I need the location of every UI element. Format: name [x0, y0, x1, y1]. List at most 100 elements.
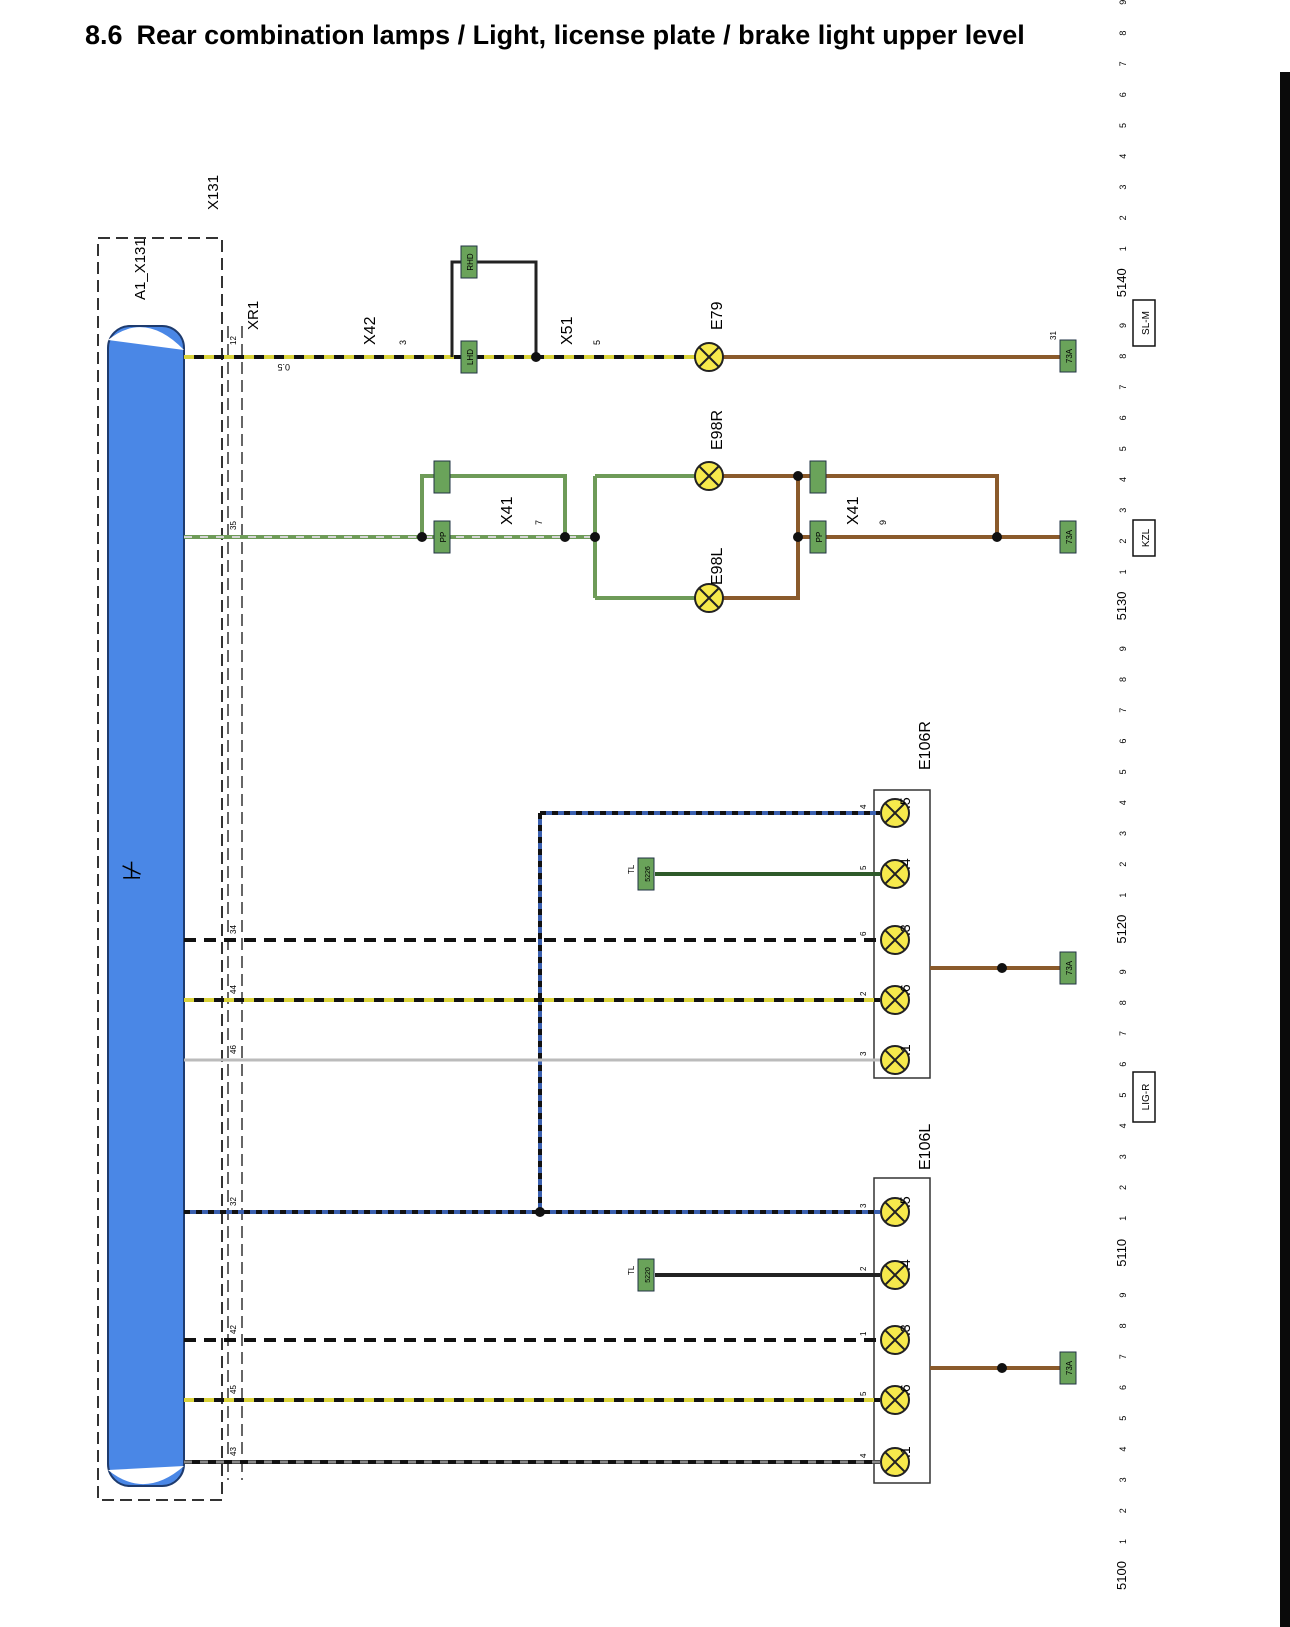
- ecu-body: [107, 325, 185, 1487]
- grid-sub-digit: 7: [1118, 1031, 1128, 1036]
- lamp-e106l-0: [880, 1197, 910, 1227]
- x41a-label: X41: [499, 496, 516, 525]
- grid-section-number: 5130: [1114, 591, 1129, 620]
- lamp-layer: E79E98RE98L.54.45.36.62.13.53.42.31.65.1…: [694, 301, 913, 1477]
- pin-46: 46: [229, 1045, 238, 1054]
- e106r-socket-label: .4: [897, 858, 913, 870]
- box-pp-2: [809, 520, 827, 554]
- grid-sub-digit: 3: [1118, 185, 1128, 190]
- box-pp-2-label: PP: [815, 532, 824, 543]
- lamp-e106l-4: [880, 1447, 910, 1477]
- e98l-label: E98L: [709, 548, 726, 585]
- grid-sub-digit: 6: [1118, 415, 1128, 420]
- e106l-socket-label: .1: [897, 1446, 913, 1458]
- grid-reference: 5100123456789511012345678951201234567895…: [1114, 0, 1129, 1590]
- control-unit: ⊬ A1_X131 X131 XR1: [97, 175, 262, 1501]
- box-switch-1: [433, 460, 451, 494]
- lamp-cross: [884, 1389, 906, 1411]
- e106r-pin-label: 5: [859, 865, 868, 870]
- section-tags: SL-M KZL LIG-R: [1132, 299, 1156, 1123]
- grid-sub-digit: 3: [1118, 508, 1128, 513]
- lamp-e79: [694, 342, 724, 372]
- box-pp-1-label: PP: [439, 532, 448, 543]
- tl-2-label: 5220: [645, 1267, 652, 1283]
- pin-44: 44: [229, 985, 238, 994]
- e106l-socket-label: .3: [897, 1324, 913, 1336]
- lamp-cross: [698, 587, 720, 609]
- junction-node: [417, 532, 427, 542]
- grid-sub-digit: 2: [1118, 215, 1128, 220]
- circuit-e79: RHD LHD 73A 31 X42 3 X51 5 0.5: [184, 245, 1077, 374]
- grid-sub-digit: 1: [1118, 1539, 1128, 1544]
- box-lhd-label: LHD: [466, 349, 475, 365]
- grid-sub-digit: 4: [1118, 154, 1128, 159]
- tl-1-tag: TL: [627, 864, 636, 874]
- x51-pin: 5: [592, 340, 602, 345]
- grid-sub-digit: 5: [1118, 1093, 1128, 1098]
- x41b-pin: 9: [878, 520, 888, 525]
- grid-sub-digit: 9: [1118, 323, 1128, 328]
- lamp-e106r-3: [880, 985, 910, 1015]
- pin-12: 12: [229, 336, 238, 345]
- circuit-e106r: E106R 5226 TL 73A: [184, 721, 1077, 1212]
- pin-34: 34: [229, 925, 238, 934]
- xr-label: XR1: [245, 301, 262, 330]
- grid-sub-digit: 1: [1118, 1216, 1128, 1221]
- grid-sub-digit: 5: [1118, 769, 1128, 774]
- junction-node: [997, 1363, 1007, 1373]
- grid-sub-digit: 9: [1118, 646, 1128, 651]
- grid-sub-digit: 4: [1118, 800, 1128, 805]
- x42-pin: 3: [398, 340, 408, 345]
- e106r-socket-label: .5: [897, 797, 913, 809]
- tl-2-tag: TL: [627, 1265, 636, 1275]
- grid-sub-digit: 1: [1118, 893, 1128, 898]
- e106l-pin-label: 5: [859, 1391, 868, 1396]
- grid-section-number: 5140: [1114, 268, 1129, 297]
- tag-sl-m: SL-M: [1141, 311, 1152, 335]
- lamp-cross: [884, 929, 906, 951]
- e106l-label: E106L: [917, 1124, 934, 1170]
- lamp-e106l-3: [880, 1385, 910, 1415]
- lamp-cross: [884, 989, 906, 1011]
- grid-section-number: 5110: [1114, 1239, 1129, 1267]
- grid-sub-digit: 7: [1118, 1354, 1128, 1359]
- grid-sub-digit: 4: [1118, 1123, 1128, 1128]
- gnd-pin-e79: 31: [1049, 331, 1058, 340]
- lamp-e98l: [694, 583, 724, 613]
- ecu-dashed-outline: [97, 237, 223, 1501]
- lamp-e106l-2: [880, 1325, 910, 1355]
- grid-sub-digit: 5: [1118, 446, 1128, 451]
- grid-sub-digit: 5: [1118, 123, 1128, 128]
- ecu-body-bottom-cut: [108, 1466, 184, 1485]
- grid-sub-digit: 5: [1118, 1416, 1128, 1421]
- e106r-pin-label: 2: [859, 991, 868, 996]
- harness-connector-label: X131: [205, 175, 222, 210]
- lamp-e106r-1: [880, 859, 910, 889]
- lamp-cross: [698, 346, 720, 368]
- grid-sub-digit: 7: [1118, 61, 1128, 66]
- tag-lig-r: LIG-R: [1141, 1084, 1152, 1111]
- ecu-connector-label: A1_X131: [132, 238, 149, 300]
- page-edge-bar: [1280, 72, 1290, 1627]
- e106r-socket-label: .6: [897, 984, 913, 996]
- circuit-e98: PP X41 7 PP X41 9 73A: [184, 460, 1077, 600]
- grid-sub-digit: 6: [1118, 1385, 1128, 1390]
- e106r-socket-label: .3: [897, 924, 913, 936]
- box-ground-e106r: [1059, 951, 1077, 985]
- lamp-e106r-0: [880, 798, 910, 828]
- e106r-socket-label: .1: [897, 1044, 913, 1056]
- e106l-socket-label: .4: [897, 1259, 913, 1271]
- junction-node: [535, 1207, 545, 1217]
- section-title: Rear combination lamps / Light, license …: [136, 20, 1025, 50]
- circuit-e106l: E106L 5220 TL 73A: [184, 1124, 1077, 1484]
- pin-45: 45: [229, 1385, 238, 1394]
- lamp-cross: [884, 802, 906, 824]
- e106r-label: E106R: [917, 721, 934, 770]
- grid-sub-digit: 1: [1118, 569, 1128, 574]
- ground-label-e98: 73A: [1065, 529, 1074, 544]
- wire-e98-out: [719, 474, 800, 600]
- lamp-cross: [884, 1049, 906, 1071]
- grid-sub-digit: 3: [1118, 1154, 1128, 1159]
- connector-pins: 12 35 34 44 46 32 42 45 43: [229, 336, 238, 1456]
